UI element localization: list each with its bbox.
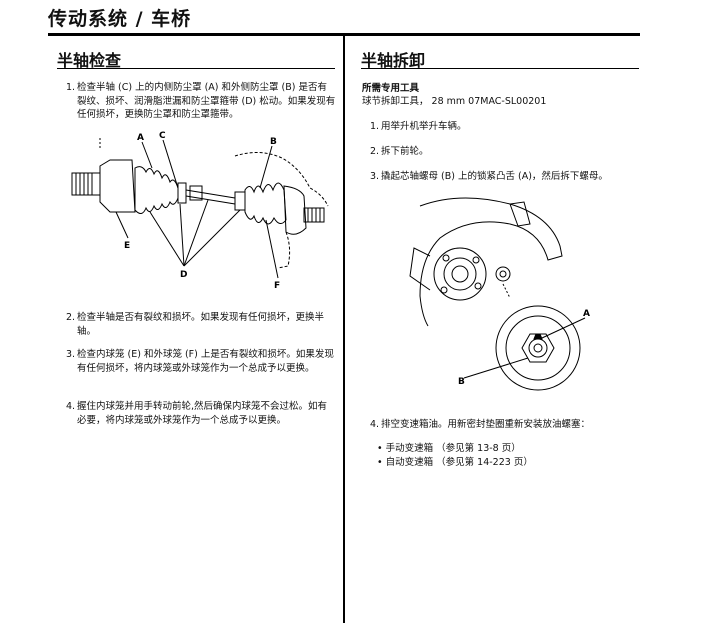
figure-label-c: C xyxy=(159,131,166,141)
column-divider xyxy=(343,36,345,623)
spindle-nut-figure: A B xyxy=(409,197,590,391)
left-step-4: 4. 握住内球笼并用手转动前轮,然后确保内球笼不会过松。如有必要，将内球笼或外球… xyxy=(66,400,336,427)
right-step-4: 4. 排空变速箱油。用新密封垫圈重新安装放油螺塞： xyxy=(370,418,635,432)
section-title-halfshaft-removal: 半轴拆卸 xyxy=(361,51,426,70)
step-text: 检查半轴 (C) 上的内侧防尘罩 (A) 和外侧防尘罩 (B) 是否有裂纹、损坏… xyxy=(77,82,336,120)
section-rule-left xyxy=(57,68,335,69)
right-step-2: 2. 拆下前轮。 xyxy=(370,145,635,159)
step-number: 4. xyxy=(66,401,76,412)
left-step-2: 2. 检查半轴是否有裂纹和损坏。如果发现有任何损坏，更换半轴。 xyxy=(66,311,336,338)
figure-label-f: F xyxy=(274,281,280,291)
figure-label-d: D xyxy=(180,270,187,280)
step-number: 2. xyxy=(66,312,76,323)
step-text: 检查半轴是否有裂纹和损坏。如果发现有任何损坏，更换半轴。 xyxy=(77,312,325,337)
right-step-3: 3. 撬起芯轴螺母 (B) 上的锁紧凸舌 (A)，然后拆下螺母。 xyxy=(370,170,635,184)
special-tool-item: 球节拆卸工具， 28 mm 07MAC-SL00201 xyxy=(362,96,547,107)
special-tools-heading: 所需专用工具 xyxy=(362,83,420,94)
figure-label-a: A xyxy=(137,133,144,143)
step-text: 排空变速箱油。用新密封垫圈重新安装放油螺塞： xyxy=(381,419,591,430)
step-text: 用举升机举升车辆。 xyxy=(381,121,467,132)
left-step-3: 3. 检查内球笼 (E) 和外球笼 (F) 上是否有裂纹和损坏。如果发现有任何损… xyxy=(66,348,336,375)
section-title-halfshaft-inspection: 半轴检查 xyxy=(57,51,122,70)
figure-label-b: B xyxy=(270,137,277,147)
step-text: 检查内球笼 (E) 和外球笼 (F) 上是否有裂纹和损坏。如果发现有任何损坏，将… xyxy=(77,349,334,374)
figure-label-e: E xyxy=(124,241,130,251)
header-rule xyxy=(48,33,640,36)
figure-label-a: A xyxy=(583,309,590,319)
step-text: 撬起芯轴螺母 (B) 上的锁紧凸舌 (A)，然后拆下螺母。 xyxy=(381,171,608,182)
step-number: 3. xyxy=(66,349,76,360)
halfshaft-figure: A C B E D F xyxy=(71,131,329,291)
reference-automatic-transmission: • 自动变速箱 （参见第 14-223 页） xyxy=(377,457,533,468)
step-text: 握住内球笼并用手转动前轮,然后确保内球笼不会过松。如有必要，将内球笼或外球笼作为… xyxy=(77,401,328,426)
step-number: 1. xyxy=(66,82,76,93)
step-number: 4. xyxy=(370,419,380,430)
left-step-1: 1. 检查半轴 (C) 上的内侧防尘罩 (A) 和外侧防尘罩 (B) 是否有裂纹… xyxy=(66,81,336,122)
reference-manual-transmission: • 手动变速箱 （参见第 13-8 页） xyxy=(377,443,521,454)
step-number: 1. xyxy=(370,121,380,132)
right-step-1: 1. 用举升机举升车辆。 xyxy=(370,120,635,134)
section-rule-right xyxy=(361,68,639,69)
step-text: 拆下前轮。 xyxy=(381,146,429,157)
figure-label-b: B xyxy=(458,377,465,387)
step-number: 2. xyxy=(370,146,380,157)
page-header-title: 传动系统 / 车桥 xyxy=(48,8,192,30)
step-number: 3. xyxy=(370,171,380,182)
